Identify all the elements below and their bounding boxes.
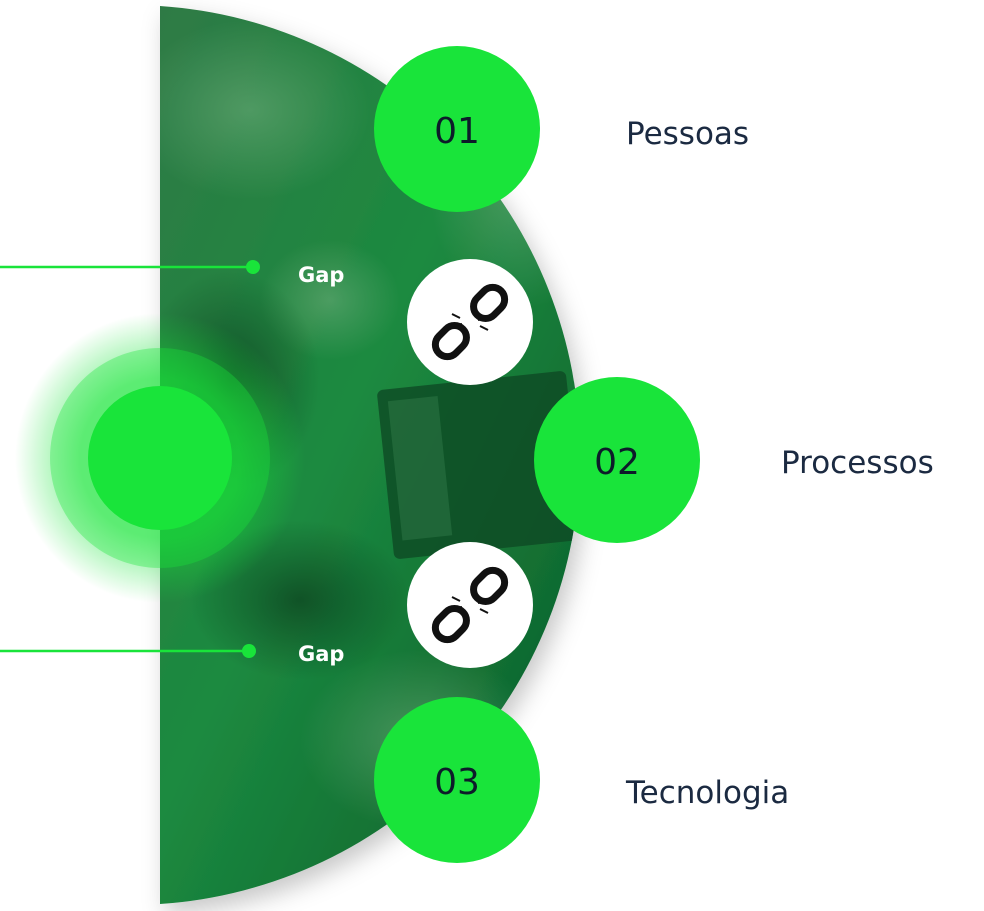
step-03: 03 Tecnologia: [374, 697, 789, 863]
gap-dot-2: [242, 644, 256, 658]
broken-chain-icon: [407, 259, 533, 385]
chain-badge-2: [407, 542, 533, 668]
step-number-2: 02: [594, 442, 640, 483]
step-label-3: Tecnologia: [625, 775, 789, 811]
gap-label-2: Gap: [298, 642, 344, 666]
gap-dot-1: [246, 260, 260, 274]
broken-chain-icon: [407, 542, 533, 668]
step-02: 02 Processos: [534, 377, 934, 543]
chain-badge-1: [407, 259, 533, 385]
step-circle-2: [534, 377, 700, 543]
step-circle-1: [374, 46, 540, 212]
gap-label-1: Gap: [298, 263, 344, 287]
step-label-2: Processos: [781, 445, 934, 481]
step-01: 01 Pessoas: [374, 46, 749, 212]
center-target-node: [15, 313, 305, 603]
gap-connector-2: Gap: [0, 642, 344, 666]
step-circle-3: [374, 697, 540, 863]
gap-connector-1: Gap: [0, 260, 344, 287]
step-label-1: Pessoas: [626, 116, 749, 152]
target-circle-icon: [88, 386, 232, 530]
step-number-3: 03: [434, 762, 480, 803]
step-number-1: 01: [434, 111, 480, 152]
